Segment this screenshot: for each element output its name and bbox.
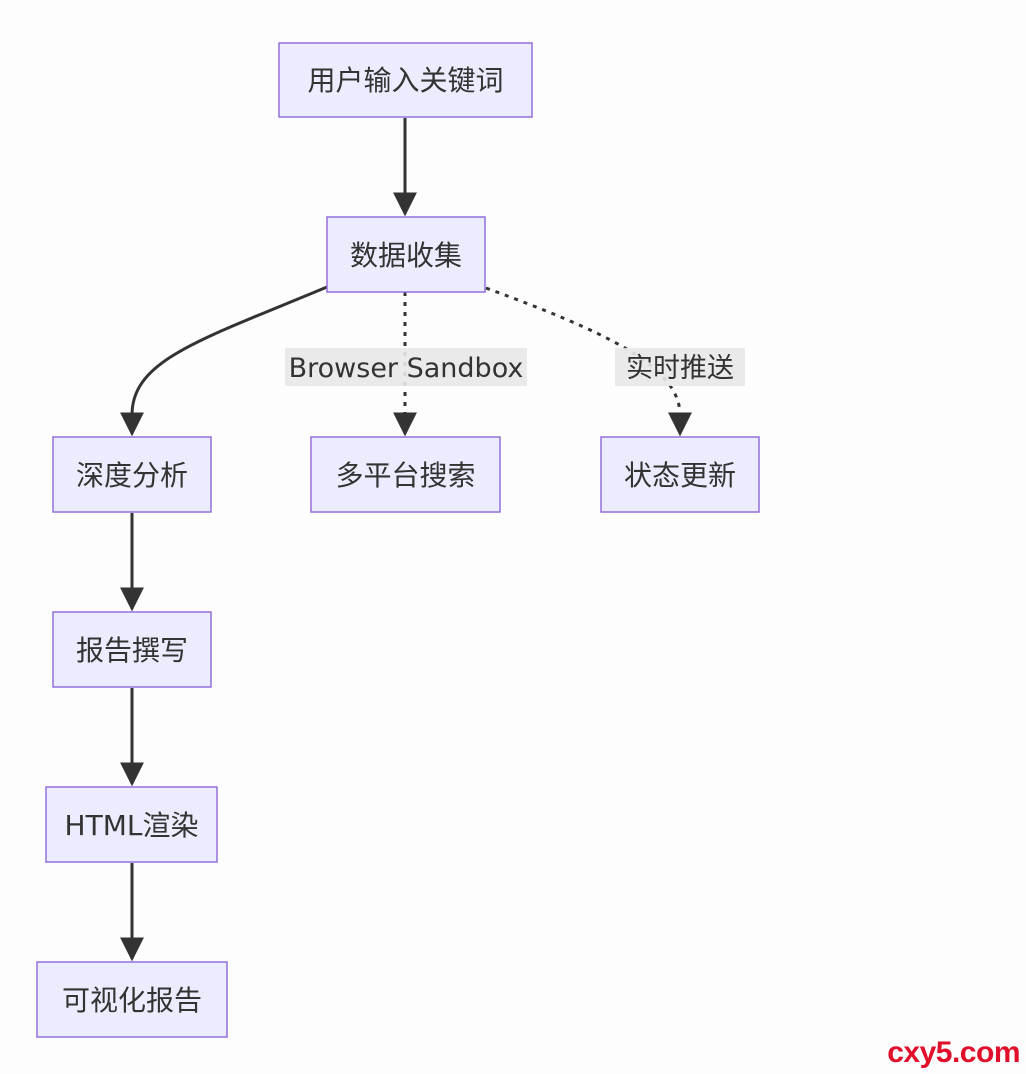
node-input[interactable]: 用户输入关键词	[278, 42, 533, 118]
edge-collect-to-status	[485, 286, 692, 437]
edge-label-browser-sandbox-text: Browser Sandbox	[289, 353, 524, 384]
node-report-label: 可视化报告	[62, 984, 202, 1017]
node-render[interactable]: HTML渲染	[45, 786, 218, 863]
node-analyze[interactable]: 深度分析	[52, 436, 212, 513]
node-search-label: 多平台搜索	[335, 459, 475, 492]
node-status[interactable]: 状态更新	[600, 436, 760, 513]
node-search[interactable]: 多平台搜索	[310, 436, 501, 513]
node-write[interactable]: 报告撰写	[52, 611, 212, 688]
node-status-label: 状态更新	[624, 459, 736, 492]
node-analyze-label: 深度分析	[76, 459, 188, 492]
edge-label-browser-sandbox: Browser Sandbox	[285, 348, 527, 386]
node-collect-label: 数据收集	[350, 239, 462, 272]
node-input-label: 用户输入关键词	[307, 64, 503, 97]
node-report[interactable]: 可视化报告	[36, 961, 228, 1038]
node-write-label: 报告撰写	[76, 634, 188, 667]
node-render-label: HTML渲染	[65, 809, 199, 842]
edge-label-realtime-push: 实时推送	[615, 348, 745, 386]
watermark-logo: cxy5.com	[887, 1036, 1020, 1069]
node-collect[interactable]: 数据收集	[326, 216, 486, 293]
edge-label-realtime-push-text: 实时推送	[626, 353, 734, 384]
edge-collect-to-analyze	[120, 285, 328, 437]
